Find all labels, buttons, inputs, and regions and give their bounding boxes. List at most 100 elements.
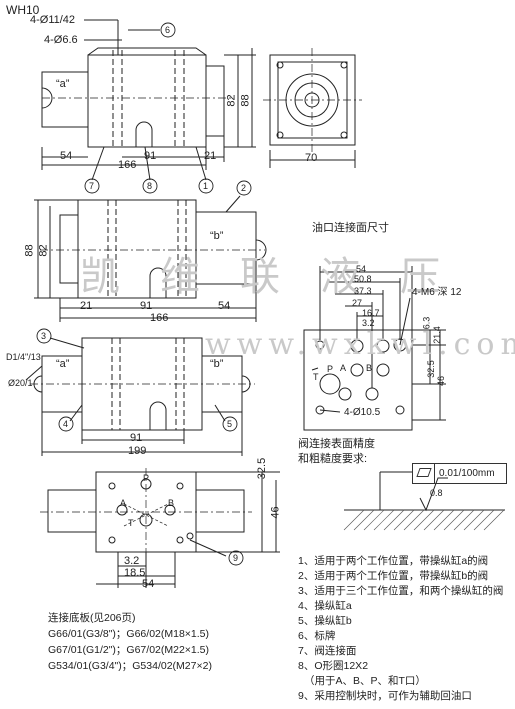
watermark-char: 维 bbox=[160, 254, 200, 300]
flatness-frame: 0.01/100mm bbox=[412, 463, 507, 484]
port-p-base: P bbox=[143, 473, 150, 483]
note-5: 5、操纵缸b bbox=[298, 615, 352, 627]
surface-title-2: 和粗糙度要求: bbox=[298, 453, 368, 465]
dia-label: Ø20/1 bbox=[8, 378, 33, 388]
lower-view bbox=[25, 337, 255, 456]
callout-3: 3 bbox=[41, 331, 47, 341]
port-a-base: A bbox=[120, 498, 127, 508]
callout-circles bbox=[36, 22, 252, 566]
dim-91-mid: 91 bbox=[140, 300, 153, 312]
end-view bbox=[263, 48, 362, 168]
note-7: 7、阀连接面 bbox=[298, 645, 357, 657]
callout-5: 5 bbox=[227, 419, 233, 429]
dim-21-mid: 21 bbox=[80, 300, 93, 312]
dim-54: 54 bbox=[60, 150, 73, 162]
watermark-url: www.wxkwl.com bbox=[205, 327, 515, 362]
dim-199: 199 bbox=[128, 445, 147, 457]
dim-91-lower: 91 bbox=[130, 432, 143, 444]
note-4: 4、操纵缸a bbox=[298, 600, 352, 612]
watermark-char: 联 bbox=[240, 254, 280, 300]
callout-8: 8 bbox=[147, 181, 153, 191]
port-face bbox=[303, 266, 446, 431]
actuator-a-top bbox=[41, 71, 89, 128]
callout-9: 9 bbox=[233, 553, 239, 563]
note-8: 8、O形圈12X2 bbox=[298, 660, 369, 672]
pf-dim-16-7: 16.7 bbox=[362, 308, 380, 318]
surface-finish bbox=[343, 471, 505, 531]
dim-3-2-base: 3.2 bbox=[124, 555, 140, 567]
callout-7: 7 bbox=[89, 181, 95, 191]
note-6: 6、标牌 bbox=[298, 630, 336, 642]
surface-title-1: 阀连接表面精度 bbox=[298, 438, 375, 450]
port-b-base: B bbox=[168, 498, 175, 508]
base-view bbox=[40, 468, 280, 588]
port-b-label: “b” bbox=[210, 230, 224, 242]
dim-82: 82 bbox=[225, 94, 238, 107]
dim-54-mid: 54 bbox=[218, 300, 231, 312]
port-face-title: 油口连接面尺寸 bbox=[312, 222, 389, 234]
model-label: WH10 bbox=[6, 3, 40, 17]
callout-2: 2 bbox=[241, 183, 247, 193]
pf-dim-54: 54 bbox=[356, 264, 367, 274]
dim-21: 21 bbox=[204, 150, 217, 162]
pf-port-b: B bbox=[366, 363, 373, 373]
dim-166: 166 bbox=[118, 159, 137, 171]
port-face-outline bbox=[303, 329, 413, 431]
pf-holes-label: 4-Ø10.5 bbox=[344, 407, 381, 418]
dim-166-mid: 166 bbox=[150, 312, 169, 324]
dim-82-mid: 82 bbox=[37, 244, 50, 257]
pf-thread-label: 4-M6 深 12 bbox=[412, 287, 462, 298]
dim-46-base: 46 bbox=[269, 506, 282, 519]
callout-4: 4 bbox=[63, 419, 69, 429]
valve-body-top bbox=[87, 54, 207, 148]
watermark-char: 压 bbox=[400, 254, 440, 300]
port-a-label: “a” bbox=[56, 78, 70, 90]
note-8-sub: （用于A、B、P、和T口） bbox=[304, 675, 426, 687]
mid-view bbox=[34, 195, 267, 322]
note-3: 3、适用于三个工作位置，和两个操纵缸的阀 bbox=[298, 585, 504, 597]
connection-row: G534/01(G3/4")；G534/02(M27×2) bbox=[48, 660, 212, 672]
connection-title: 连接底板(见206页) bbox=[48, 612, 136, 624]
pf-dim-37-3: 37.3 bbox=[354, 286, 372, 296]
dim-70: 70 bbox=[305, 152, 318, 164]
holes-label-1: 4-Ø11/42 bbox=[30, 14, 76, 26]
dim-32-5-base: 32.5 bbox=[256, 457, 269, 480]
flatness-icon bbox=[416, 468, 432, 477]
port-t-base: T bbox=[128, 518, 134, 528]
holes-label-2: 4-Ø6.6 bbox=[44, 34, 78, 46]
pf-dim-6-3: 6.3 bbox=[421, 316, 432, 330]
pf-dim-3-2: 3.2 bbox=[362, 318, 375, 328]
pf-port-a: A bbox=[340, 363, 347, 373]
port-a-label-lower: “a” bbox=[56, 358, 70, 370]
watermark-char: 凯 bbox=[80, 254, 120, 300]
watermark: 凯 维 联 液 压 bbox=[80, 244, 440, 302]
pf-dim-46: 46 bbox=[436, 375, 447, 387]
flatness-value: 0.01/100mm bbox=[439, 468, 495, 479]
note-2: 2、适用于两个工作位置，带操纵缸b的阀 bbox=[298, 570, 489, 582]
port-b-label-lower: “b” bbox=[210, 358, 224, 370]
pf-dim-32-5: 32.5 bbox=[425, 360, 436, 378]
dim-54-base: 54 bbox=[142, 578, 155, 590]
note-9: 9、采用控制块时，可作为辅助回油口 bbox=[298, 690, 472, 702]
thread-label: D1/4"/13 bbox=[6, 352, 41, 362]
pf-port-p: P bbox=[327, 364, 334, 374]
pf-dim-27: 27 bbox=[352, 298, 363, 308]
connection-row: G66/01(G3/8")；G66/02(M18×1.5) bbox=[48, 628, 210, 640]
callout-1: 1 bbox=[203, 181, 209, 191]
callout-6: 6 bbox=[165, 25, 171, 35]
dim-91: 91 bbox=[144, 150, 157, 162]
actuator-side-top bbox=[205, 65, 225, 137]
dim-88: 88 bbox=[239, 94, 252, 107]
connection-row: G67/01(G1/2")；G67/02(M22×1.5) bbox=[48, 644, 210, 656]
note-1: 1、适用于两个工作位置，带操纵缸a的阀 bbox=[298, 555, 489, 567]
dim-88-mid: 88 bbox=[23, 244, 36, 257]
dim-18-5-base: 18.5 bbox=[124, 567, 146, 579]
pf-dim-21-4: 21.4 bbox=[431, 326, 442, 344]
pf-port-t: T bbox=[313, 372, 319, 382]
top-view bbox=[41, 19, 256, 181]
roughness-value: 0.8 bbox=[430, 488, 443, 498]
pf-dim-50-8: 50.8 bbox=[354, 274, 372, 284]
watermark-char: 液 bbox=[320, 254, 360, 300]
